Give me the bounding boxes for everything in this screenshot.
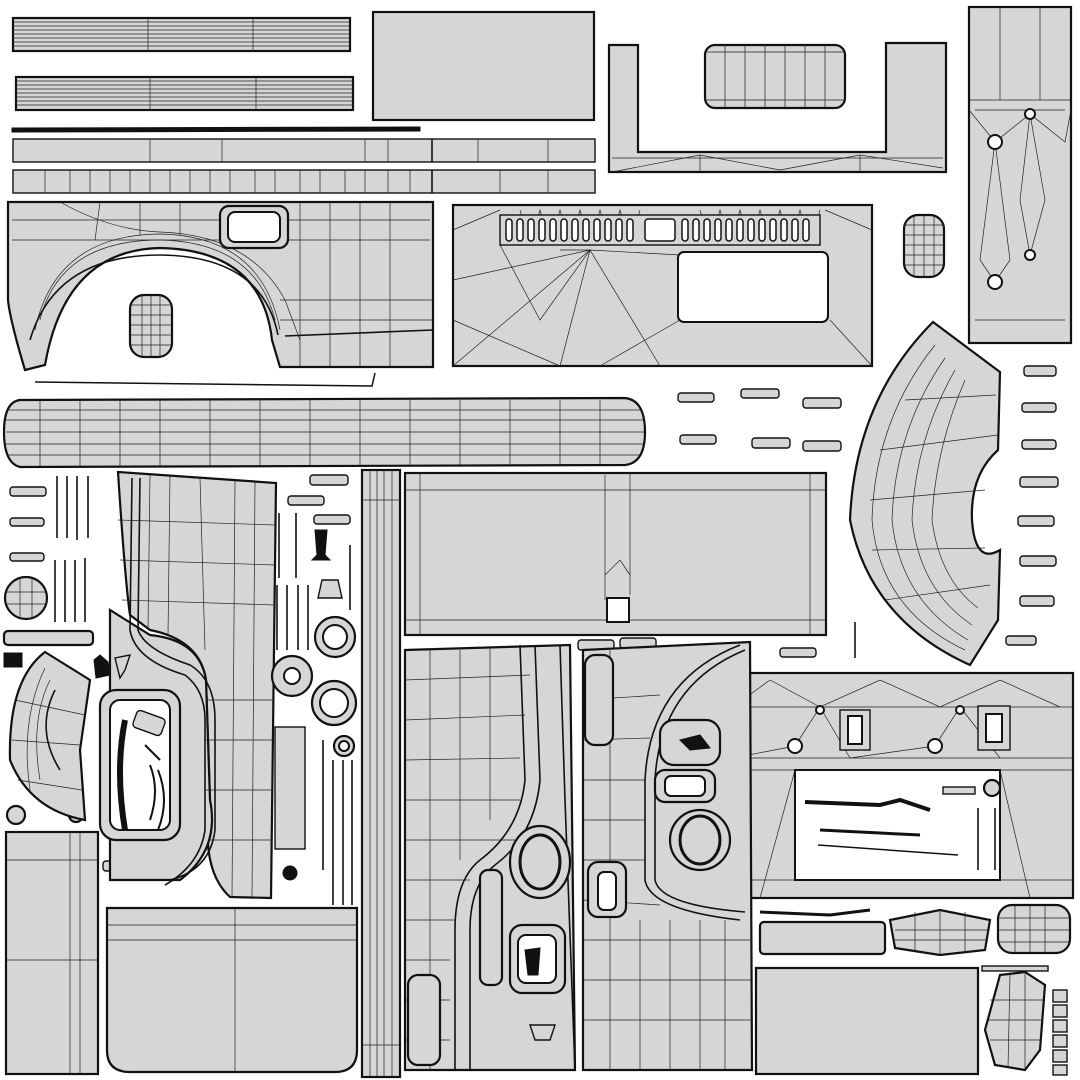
window-frame-top xyxy=(607,41,948,174)
grille-strip-lower xyxy=(14,75,355,112)
side-pillar-panel xyxy=(967,5,1073,345)
base-plate-right xyxy=(754,903,1072,1076)
thin-trim-rail xyxy=(11,126,421,133)
small-oval-badge xyxy=(902,213,946,279)
long-sill-upper xyxy=(12,138,596,163)
curved-fender-liner xyxy=(848,320,1002,667)
long-sill-lower xyxy=(12,169,596,194)
base-plate-left xyxy=(4,830,100,1076)
door-panel-left xyxy=(98,470,278,900)
interior-door-right xyxy=(581,640,754,1072)
wheel-arch-liner xyxy=(8,650,92,822)
roof-panel xyxy=(371,10,596,122)
floor-panel xyxy=(403,471,828,637)
knob-and-bolt-parts xyxy=(2,476,856,905)
window-glass-small xyxy=(703,43,847,110)
dashboard-vent-panel xyxy=(451,203,874,368)
seat-cushion xyxy=(105,906,359,1074)
interior-panel-center xyxy=(403,643,577,1072)
grille-strip-upper xyxy=(11,16,352,53)
b-pillar-column xyxy=(360,468,402,1079)
rear-quarter-panel-left xyxy=(6,200,435,387)
long-bumper-bar xyxy=(2,396,647,469)
instrument-cluster-panel xyxy=(731,671,1075,900)
